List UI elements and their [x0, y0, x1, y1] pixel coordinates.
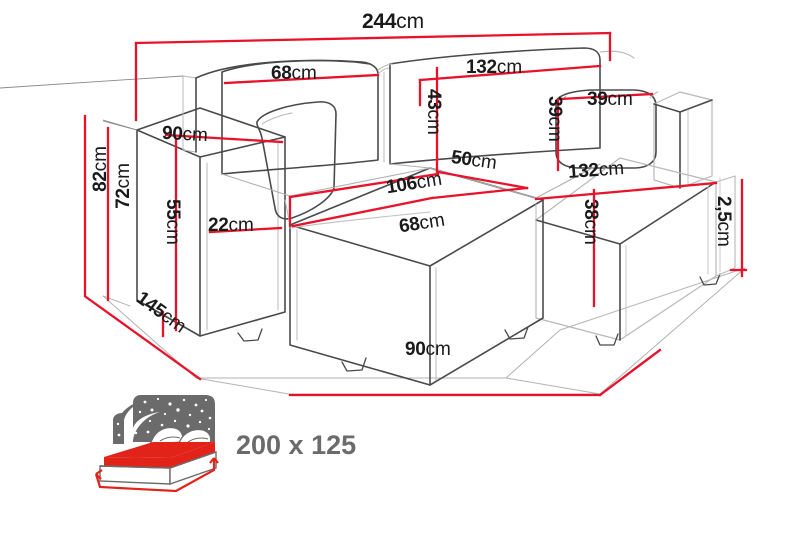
dimension-label-armrest-height: 72cm: [113, 163, 134, 209]
dimension-label-total-height: 82cm: [90, 146, 111, 192]
sleeping-area-label: 200 x 125: [236, 430, 357, 460]
extension-lines: [0, 75, 184, 131]
dimension-label-armrest-thickness: 22cm: [208, 215, 254, 236]
dimension-label-seat-width-right: 132cm: [567, 158, 625, 183]
dimension-label-backrest-right-width: 132cm: [466, 57, 523, 78]
dimension-label-leg-height: 2,5cm: [713, 196, 734, 247]
dimension-label-seat-height: 38cm: [580, 199, 601, 245]
dimension-label-chaise-front-width: 90cm: [405, 339, 451, 360]
dimension-label-backrest-height: 43cm: [423, 89, 444, 135]
sofa-outline-group: [102, 47, 746, 395]
bed-night-icon: [94, 393, 219, 493]
dimension-label-cushion-size: 39cm: [587, 89, 633, 110]
dimension-label-seat-back-height: 55cm: [162, 199, 183, 245]
dimension-label-backrest-left-width: 68cm: [271, 63, 317, 84]
dimension-label-cushion-height: 39cm: [544, 96, 565, 142]
dimension-lines: [83, 31, 748, 397]
dimension-label-overall-width: 244cm: [362, 10, 425, 33]
dimension-label-armrest-width: 90cm: [161, 122, 209, 147]
